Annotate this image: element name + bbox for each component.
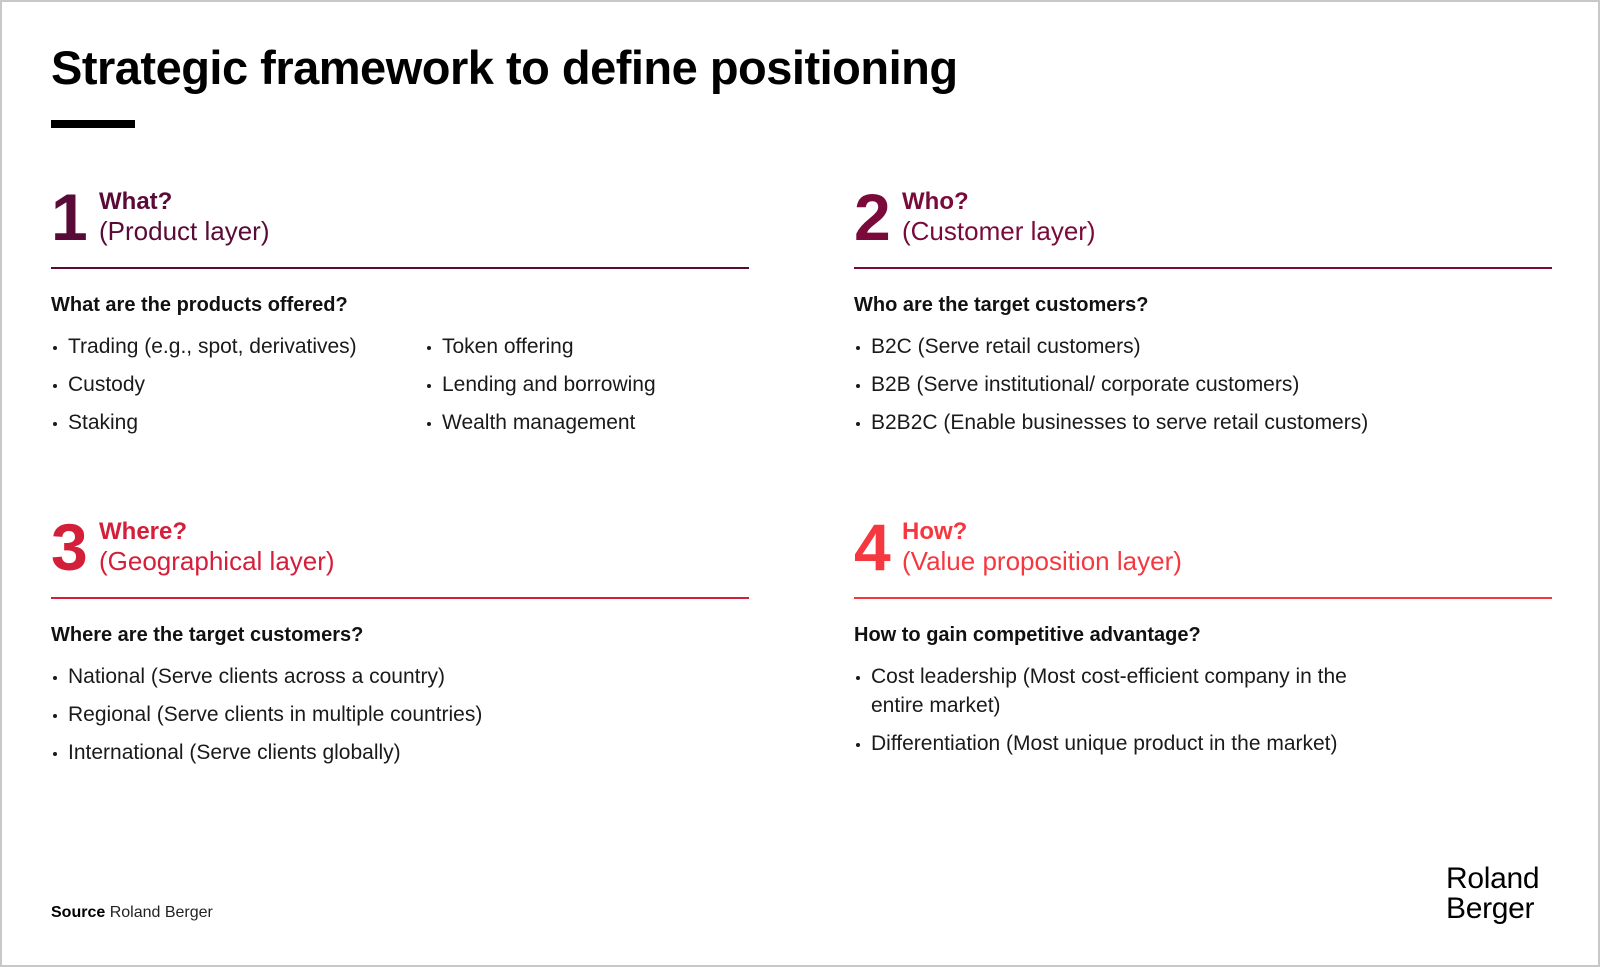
source-text: Roland Berger [109,904,213,921]
section-subheading: How to gain competitive advantage? [854,624,1201,646]
section-number: 4 [854,510,891,584]
list-item: Differentiation (Most unique product in … [854,729,1391,758]
bullet-list: Cost leadership (Most cost-efficient com… [854,662,1391,767]
section-number: 1 [51,180,88,254]
bullet-list: Trading (e.g., spot, derivatives) Custod… [51,332,357,446]
section-number: 3 [51,510,88,584]
bullet-list: National (Serve clients across a country… [51,662,482,776]
bullet-list: Token offering Lending and borrowing Wea… [425,332,656,446]
section-number: 2 [854,180,891,254]
section-geographical-layer: 3 Where? (Geographical layer) Where are … [51,514,749,764]
roland-berger-logo: Roland Berger [1446,862,1540,925]
section-layer-label: (Product layer) [99,216,270,246]
section-divider [854,267,1552,269]
section-header: 3 Where? (Geographical layer) [51,514,749,586]
list-item: Token offering [425,332,656,361]
list-item: B2B (Serve institutional/ corporate cust… [854,370,1368,399]
section-question: Who? [902,188,969,215]
logo-line-1: Roland [1446,862,1540,895]
section-layer-label: (Geographical layer) [99,546,335,576]
section-product-layer: 1 What? (Product layer) What are the pro… [51,184,749,434]
logo-line-2: Berger [1446,892,1535,925]
list-item: National (Serve clients across a country… [51,662,482,691]
section-divider [854,597,1552,599]
section-question: What? [99,188,173,215]
list-item: Custody [51,370,357,399]
list-item: B2C (Serve retail customers) [854,332,1368,361]
list-item: Staking [51,408,357,437]
section-divider [51,267,749,269]
section-layer-label: (Customer layer) [902,216,1096,246]
list-item: Cost leadership (Most cost-efficient com… [854,662,1391,720]
section-header: 2 Who? (Customer layer) [854,184,1552,256]
list-item: Trading (e.g., spot, derivatives) [51,332,357,361]
section-subheading: What are the products offered? [51,294,348,316]
page-title: Strategic framework to define positionin… [51,41,958,94]
list-item: International (Serve clients globally) [51,738,482,767]
source-label: Source [51,904,106,921]
list-item: B2B2C (Enable businesses to serve retail… [854,408,1368,437]
list-item: Regional (Serve clients in multiple coun… [51,700,482,729]
section-question: How? [902,518,968,545]
section-subheading: Who are the target customers? [854,294,1149,316]
section-header: 4 How? (Value proposition layer) [854,514,1552,586]
list-item: Lending and borrowing [425,370,656,399]
section-customer-layer: 2 Who? (Customer layer) Who are the targ… [854,184,1552,434]
section-header: 1 What? (Product layer) [51,184,749,256]
section-layer-label: (Value proposition layer) [902,546,1182,576]
section-subheading: Where are the target customers? [51,624,364,646]
section-question: Where? [99,518,188,545]
bullet-list: B2C (Serve retail customers) B2B (Serve … [854,332,1368,446]
list-item: Wealth management [425,408,656,437]
section-value-proposition-layer: 4 How? (Value proposition layer) How to … [854,514,1552,755]
section-divider [51,597,749,599]
source-note: Source Roland Berger [51,904,213,922]
title-underline [51,120,135,128]
